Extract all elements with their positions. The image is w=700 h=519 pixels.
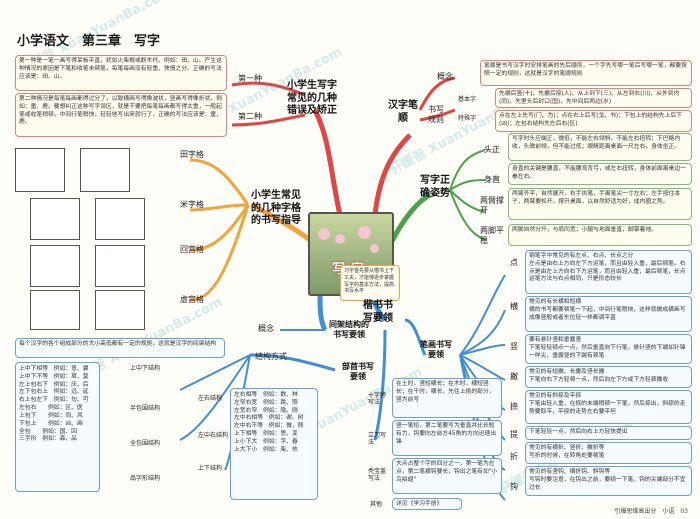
radical-name-3: 其他	[370, 501, 383, 508]
lr-group-label-0: 左右结构	[198, 395, 223, 402]
branch-label-type1: 第一种	[238, 74, 262, 83]
posture-text-3: 两脚自然分开，与肩同宽；小腿与地面垂直，脚掌着地。	[508, 224, 692, 246]
xugongge-diagram-2	[95, 290, 145, 330]
page-title: 小学语文 第三章 写字	[17, 34, 161, 49]
stroke-name-0: 点	[510, 258, 518, 267]
concept-label-right: 概念	[437, 72, 453, 81]
radical-name-0: 十字旁写法	[368, 392, 387, 407]
group-label-0: 上中下结构	[130, 365, 161, 372]
radical-text-0: 在土时，竖短横长；在木时，横短竖长；在千时，横长，先往上挑的部分，竖为前写	[392, 378, 502, 418]
radical-text-2: 大点占整个字的四分之一，第一笔为左点，第二笔横钩要长，钩出之笔有如"小鸟拍翅"	[392, 458, 502, 494]
stroke-text-3: 常见的有短撇、长撇及竖长撇 下笔向右下方轻顿一点，然后向左下方或下方轻顿撇收	[525, 366, 692, 388]
huigongge-diagram	[30, 245, 80, 287]
group-label-2: 全包围结构	[130, 440, 161, 447]
lr-group-label-2: 上下结构	[198, 465, 223, 472]
radical-name-2: 秃宝盖写法	[368, 468, 387, 483]
posture-label-1: 身直	[484, 175, 500, 184]
error-type1-text: 第一种是一笔一画写得呆板平直，犹如火柴棍或断木杆。例如：田、山。产生这种情况的原…	[15, 55, 227, 91]
group-label-1: 半包围结构	[130, 405, 161, 412]
mizige-diagram-2	[95, 198, 145, 240]
node-stroke-writing: 笔画书写要领	[420, 340, 452, 359]
basic-label: 基本字	[458, 96, 477, 103]
error-type2-text: 第二种情况是每笔每画都得过分了，以致横画写得像波状，竖画写得像折状。例如：童、鹿…	[15, 93, 227, 137]
stroke-name-3: 撇	[510, 372, 518, 381]
posture-label-3: 两脚平稳	[480, 226, 504, 245]
grid-label-xu: 虚宫格	[180, 295, 204, 304]
stroke-name-6: 折	[510, 452, 518, 461]
node-posture: 写字正确姿势	[420, 175, 450, 199]
kaishu-note: 习字首先要从楷书上下工夫，才能够逐步掌握写字的基本方法，提高书写水平	[340, 265, 400, 301]
stroke-text-1: 常见的有长横和短横 横的书写都要顿笔一下起，中间行笔稍快，这样就做成横画写成像竖…	[525, 296, 692, 332]
stroke-text-7: 常见的有竖钩、横折钩、斜钩等 写钩时要注意，在钩出之前，要顿一下笔，钩的尖端部分…	[525, 466, 692, 496]
stroke-text-6: 常见的有横折、竖折、撇折等 写折的时候，在转角处要顿笔	[525, 442, 692, 464]
stroke-text-0: 钢笔字中常见的有左点、右点、长点之分 左点是由右上方向左下方运笔，而且由轻入重，…	[525, 250, 692, 294]
huigongge-diagram-2	[95, 245, 145, 287]
posture-label-0: 头正	[484, 145, 500, 154]
structure-items-b: 左右相等 例如：数、林 左窄右宽 例如：跳、照 左宽右窄 例如：隐、刚 左中右相…	[230, 388, 318, 500]
page-footer: 引爆思维高出分 小语 03	[614, 508, 688, 515]
stroke-name-5: 提	[510, 430, 518, 439]
posture-label-2: 两臂撑开	[480, 196, 504, 215]
stroke-text-2: 要有悬针竖和垂露竖 下笔轻轻顿点一点，然后垂直向下行笔，悬针竖的下端如针锋一样尖…	[525, 334, 692, 364]
stroke-name-7: 钩	[510, 482, 518, 491]
posture-text-2: 两臂齐平，自然展开，右手执笔，手离笔尖一寸左右；左手按住本子，两臂要松开，撑开桌…	[508, 188, 692, 220]
group-label-3: 品字形结构	[130, 475, 161, 482]
lr-group-label-1: 左中右结构	[198, 432, 229, 439]
special-rules-text: 点在左上先写(门、为)；点在右上后写(戈、书)；下包上的结构先上后下(凶)；左包…	[495, 110, 692, 132]
stroke-order-concept: 笔顺是书写汉字时安排笔画的先后顺序，一个字先写哪一笔后写哪一笔，都要按照一定的规…	[480, 60, 692, 86]
concept-label-left: 概念	[258, 324, 274, 333]
posture-text-1: 身直的关键是腰直，不能腰弯背弓，或左右扭转，身体前面离桌边一拳左右。	[508, 163, 692, 185]
radical-name-1: 立刀写法	[368, 432, 387, 447]
tianzige-diagram	[15, 148, 65, 192]
node-radicals: 部首书写要领	[342, 362, 374, 381]
node-writing-errors: 小学生写字常见的几种错误及矫正	[287, 80, 337, 116]
radical-text-1: 竖一笔短，第二笔要写为垂直并比长短有力，钩要向左前方45角的方向迅速出锋	[392, 420, 502, 456]
node-grid-guidance: 小学生常见的几种字格的书写指导	[251, 190, 301, 226]
grid-label-tian: 田字格	[180, 150, 204, 159]
rules-label: 书写规则	[428, 105, 444, 124]
stroke-text-5: 下笔轻轻一点，然后向右上方轻快提出	[525, 426, 692, 440]
branch-label-type2: 第二种	[238, 112, 262, 121]
structure-mode-label: 结构方式	[255, 352, 287, 361]
stroke-name-1: 横	[510, 302, 518, 311]
mizige-diagram	[30, 198, 80, 240]
grid-label-hui: 回宫格	[180, 245, 204, 254]
grid-label-mi: 米字格	[180, 200, 204, 209]
stroke-text-4: 常见的有斜捺及平捺 下笔由轻入重，在捺的末端稍顿一下笔，然后捺出，斜捺的走势要取…	[525, 390, 692, 424]
xugongge-diagram	[30, 290, 80, 330]
stroke-name-4: 捺	[510, 402, 518, 411]
radical-text-3: 详见《学习手册》	[392, 498, 462, 510]
node-kaishu: 楷书书写要领	[363, 300, 393, 324]
structure-items-a: 上中下相等 例如：意、翼 上中下不等 例如：草、莫 左上包右下 例如：庆、后 左…	[15, 362, 100, 492]
tianzige-diagram-2	[80, 148, 130, 192]
structure-concept-text: 每个汉字的各个组成部分的大小高低都有一定的规矩，这就是汉字的间架结构	[15, 338, 225, 358]
node-structure: 间架结构的书写要领	[329, 320, 369, 339]
node-stroke-order: 汉字笔顺	[388, 100, 418, 124]
special-label: 特殊字	[458, 115, 477, 122]
posture-text-0: 写字时头应端正，微低，不能左右倾斜，不能左右扭转；下巴略内收，头微前倾，但不能过…	[508, 133, 692, 161]
stroke-name-2: 竖	[510, 342, 518, 351]
basic-rules-text: 先横后竖(十)、先撇后捺(人)、从上到下(三)、从左到右(川)、从外到内(同)、…	[495, 88, 692, 108]
